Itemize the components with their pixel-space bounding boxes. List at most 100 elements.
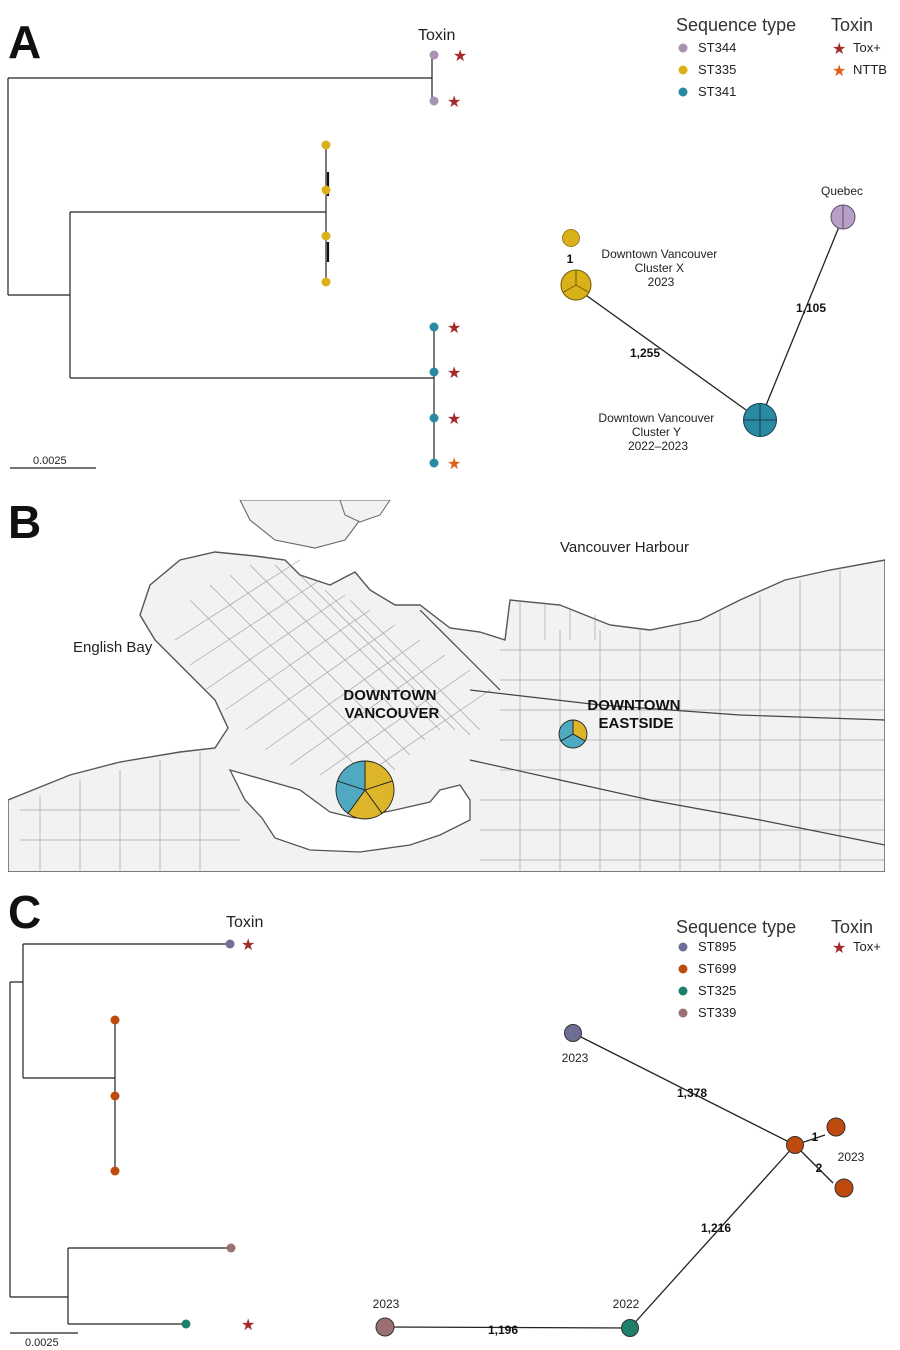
edge-label: 1 (812, 1130, 819, 1144)
legend-swatch-st344 (678, 43, 688, 53)
legend-label-st339: ST339 (698, 1005, 736, 1020)
map-label-vancouver-harbour: Vancouver Harbour (560, 539, 689, 556)
toxin-column-title: Toxin (226, 914, 263, 931)
pie-slice-st341 (336, 760, 366, 791)
legend-swatch-st339 (678, 1008, 688, 1018)
node-label-cluster-x: Downtown Vancouver Cluster X 2023 (601, 247, 720, 289)
legend-swatch-st895 (678, 942, 688, 952)
legend-label-st335: ST335 (698, 62, 736, 77)
tip-st335 (321, 231, 331, 241)
edge-label: 1,105 (796, 301, 826, 315)
toxin-star-icon: ★ (447, 411, 461, 428)
toxin-star-icon: ★ (241, 937, 255, 954)
tip-st699 (110, 1015, 120, 1025)
network-node-cluster-y (743, 403, 777, 437)
legend-swatch-st341 (678, 87, 688, 97)
node-label-st325: 2022 (613, 1297, 640, 1311)
panel-a-legend: Sequence type ST344 ST335 ST341 Toxin ★ … (676, 15, 887, 99)
network-edge (629, 1144, 796, 1329)
toxin-star-icon: ★ (453, 48, 467, 65)
network-node-st339 (375, 1317, 395, 1337)
network-edge (572, 1032, 796, 1146)
tree-c-st699 (23, 1020, 116, 1171)
tip-st335 (321, 277, 331, 287)
pie-slice-st341 (558, 719, 574, 742)
tip-st335 (321, 185, 331, 195)
tip-st344 (429, 50, 439, 60)
legend-label-nttb: NTTB (853, 62, 887, 77)
panel-b-map: Vancouver Harbour English Bay DOWNTOWN V… (0, 490, 885, 872)
legend-toxin-title: Toxin (831, 917, 873, 937)
scale-bar-label: 0.0025 (33, 455, 67, 467)
tip-st341 (429, 367, 439, 377)
nttb-star-icon: ★ (447, 456, 461, 473)
legend-label-tox: Tox+ (853, 939, 881, 954)
panel-c-tree: Toxin ★ ★ 0.0025 (9, 914, 263, 1349)
pie-slice-st335 (347, 789, 383, 820)
legend-label-tox: Tox+ (853, 40, 881, 55)
node-label-st699: 2023 (838, 1150, 865, 1164)
map-label-english-bay: English Bay (73, 639, 153, 656)
tree-c-lower (10, 1247, 231, 1325)
tip-st699 (110, 1091, 120, 1101)
map-label-downtown-vancouver: DOWNTOWN VANCOUVER (343, 687, 440, 722)
node-label-quebec: Quebec (821, 184, 863, 198)
panel-c-network: 2023 2023 2023 2022 1,378 1 2 1,216 1,19… (373, 1024, 865, 1337)
legend-label-st895: ST895 (698, 939, 736, 954)
tip-st339 (226, 1243, 236, 1253)
legend-label-st344: ST344 (698, 40, 736, 55)
legend-tox-star-icon: ★ (832, 940, 846, 957)
map-label-downtown-eastside: DOWNTOWN EASTSIDE (587, 697, 684, 732)
tip-st344 (429, 96, 439, 106)
legend-swatch-st699 (678, 964, 688, 974)
scale-bar-label: 0.0025 (25, 1337, 59, 1349)
node-label-cluster-y: Downtown Vancouver Cluster Y 2022–2023 (598, 411, 717, 453)
network-node-cluster-x (560, 269, 592, 301)
panel-a-network: 1 1,255 1,105 Downtown Vancouver Cluster… (560, 184, 863, 453)
panel-a-letter: A (8, 16, 41, 68)
tree-a-branch-st341 (70, 327, 435, 463)
legend-swatch-st325 (678, 986, 688, 996)
map-land (8, 551, 885, 872)
panel-a-tree: Toxin ★ ★ ★ ★ ★ ★ 0.0025 (7, 27, 467, 473)
legend-sequence-type-title: Sequence type (676, 15, 796, 35)
legend-nttb-star-icon: ★ (832, 63, 846, 80)
map-pie-downtown-eastside (558, 719, 588, 749)
map-pie-downtown-vancouver (335, 760, 395, 820)
legend-label-st699: ST699 (698, 961, 736, 976)
edge-label: 1,255 (630, 346, 660, 360)
edge-label: 1,378 (677, 1086, 707, 1100)
legend-sequence-type-title: Sequence type (676, 917, 796, 937)
map-grid-streets (20, 559, 885, 872)
tip-st325 (181, 1319, 191, 1329)
toxin-star-icon: ★ (241, 1317, 255, 1334)
network-node-st699-bottom (834, 1178, 854, 1198)
panel-c-letter: C (8, 886, 41, 938)
network-edge (384, 1326, 631, 1329)
tip-st341 (429, 413, 439, 423)
legend-label-st325: ST325 (698, 983, 736, 998)
legend-tox-star-icon: ★ (832, 41, 846, 58)
map-inlet-water (228, 768, 471, 853)
toxin-star-icon: ★ (447, 320, 461, 337)
map-arterial-roads (419, 609, 885, 846)
panel-c: C Toxin ★ ★ 0.0025 Sequence type ST895 S… (8, 886, 881, 1349)
tip-st341 (429, 458, 439, 468)
toxin-column-title: Toxin (418, 27, 455, 44)
pie-slice-st335 (364, 780, 395, 815)
tree-a-branch-st344 (8, 55, 433, 101)
panel-a: A Toxin ★ ★ ★ ★ ★ ★ (7, 15, 887, 473)
tree-c-upper (10, 943, 230, 1078)
edge-label: 1,216 (701, 1221, 731, 1235)
edge-label: 1,196 (488, 1323, 518, 1337)
network-node-quebec (830, 204, 856, 230)
edge-label: 1 (567, 252, 574, 266)
toxin-star-icon: ★ (447, 365, 461, 382)
network-edge (759, 216, 844, 421)
node-label-st339: 2023 (373, 1297, 400, 1311)
pie-slice-st341 (560, 733, 586, 749)
tip-st699 (110, 1166, 120, 1176)
network-node-st895 (564, 1024, 582, 1042)
network-node-st699-center (786, 1136, 804, 1154)
